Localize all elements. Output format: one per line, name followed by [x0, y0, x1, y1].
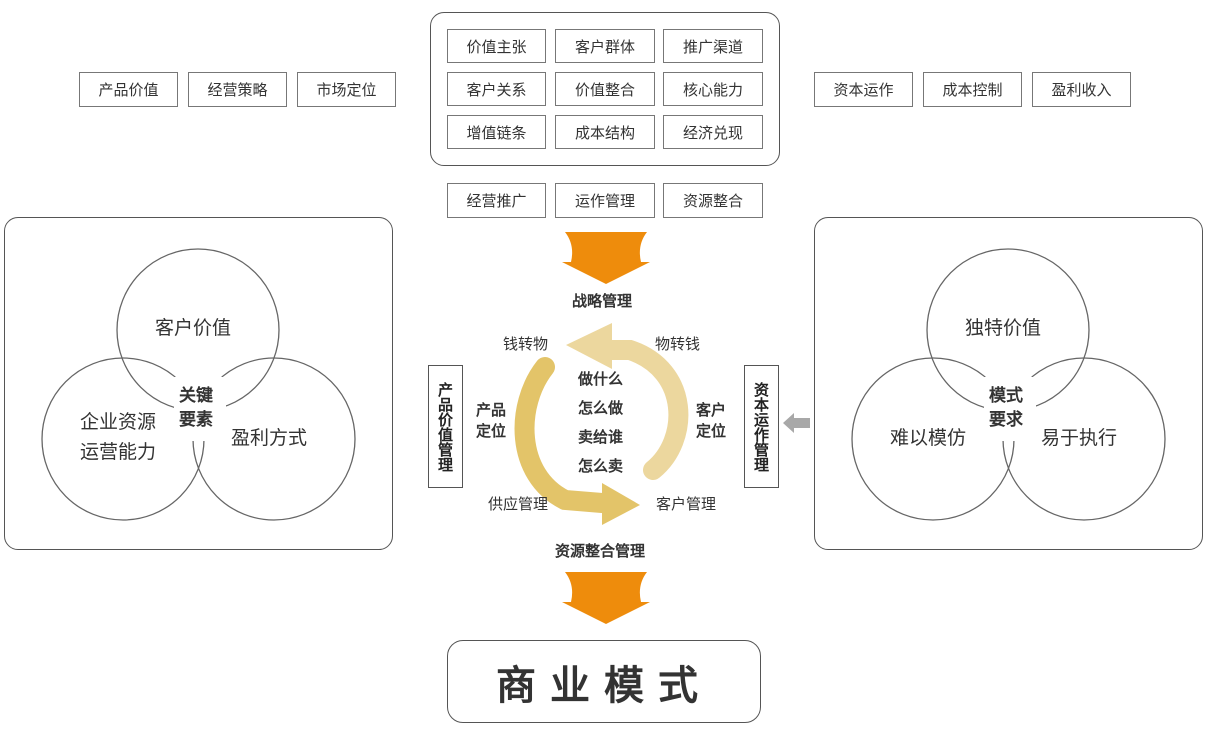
cycle-diagram [514, 323, 689, 525]
profit-model-label: 盈利方式 [231, 427, 308, 449]
question-item: 怎么做 [578, 399, 624, 417]
product-positioning-label: 产品 定位 [476, 400, 506, 442]
question-item: 怎么卖 [578, 457, 624, 475]
customer-value-label: 客户价值 [155, 317, 232, 339]
center-line: 要素 [179, 410, 213, 430]
business-model-title: 商业模式 [447, 640, 761, 723]
customer-management-label: 客户管理 [656, 495, 717, 513]
box-cost-control: 成本控制 [923, 72, 1022, 107]
question-item: 卖给谁 [578, 428, 624, 446]
cycle-arrow-right [602, 340, 689, 480]
product-positioning-line: 定位 [476, 422, 507, 440]
resource-integration-management-label: 资源整合管理 [555, 542, 646, 560]
supply-management-label: 供应管理 [488, 495, 549, 513]
product-value-management-label: 产品价值管理 [428, 365, 463, 488]
center-line: 关键 [179, 386, 213, 406]
capital-operation-management-label: 资本运作管理 [744, 365, 779, 488]
box-capital-operation: 资本运作 [814, 72, 913, 107]
resources-line: 企业资源 [80, 411, 157, 433]
grid-cell: 经济兑现 [663, 115, 763, 149]
product-positioning-line: 产品 [476, 401, 507, 419]
strategy-management-label: 战略管理 [572, 292, 633, 310]
resources-capability-label: 企业资源 运营能力 [80, 407, 156, 467]
capability-line: 运营能力 [80, 441, 157, 463]
easy-to-execute-label: 易于执行 [1041, 427, 1118, 449]
box-business-strategy: 经营策略 [188, 72, 287, 107]
grid-cell: 价值整合 [555, 72, 655, 106]
key-elements-venn [41, 248, 356, 521]
box-operation-management: 运作管理 [555, 183, 655, 218]
cycle-arrow-left [514, 357, 612, 513]
goods-to-money-label: 物转钱 [655, 335, 701, 353]
core-questions: 做什么 怎么做 卖给谁 怎么卖 [578, 365, 623, 481]
center-line: 要求 [989, 410, 1023, 430]
money-to-goods-label: 钱转物 [503, 335, 549, 353]
center-line: 模式 [989, 386, 1023, 406]
grid-cell: 客户关系 [447, 72, 546, 106]
grid-cell: 成本结构 [555, 115, 655, 149]
customer-positioning-line: 客户 [696, 401, 727, 419]
grid-cell: 推广渠道 [663, 29, 763, 63]
question-item: 做什么 [578, 370, 624, 388]
box-resource-integration: 资源整合 [663, 183, 763, 218]
key-elements-center-label: 关键 要素 [179, 384, 213, 432]
grid-cell: 价值主张 [447, 29, 546, 63]
cycle-arrowhead-bottom [602, 483, 640, 525]
customer-positioning-line: 定位 [696, 422, 727, 440]
box-product-value: 产品价值 [79, 72, 178, 107]
box-market-positioning: 市场定位 [297, 72, 396, 107]
model-requirements-venn [851, 248, 1166, 521]
box-profit-income: 盈利收入 [1032, 72, 1131, 107]
hard-to-imitate-label: 难以模仿 [890, 427, 967, 449]
gray-left-arrow-icon [783, 413, 810, 433]
model-requirements-center-label: 模式 要求 [989, 384, 1023, 432]
grid-cell: 核心能力 [663, 72, 763, 106]
grid-cell: 增值链条 [447, 115, 546, 149]
unique-value-label: 独特价值 [965, 317, 1042, 339]
cycle-arrowhead-top [566, 323, 612, 369]
grid-cell: 客户群体 [555, 29, 655, 63]
orange-down-arrow-icon [562, 232, 650, 284]
customer-positioning-label: 客户 定位 [696, 400, 726, 442]
box-operation-promotion: 经营推广 [447, 183, 546, 218]
orange-down-arrow-icon [562, 572, 650, 624]
